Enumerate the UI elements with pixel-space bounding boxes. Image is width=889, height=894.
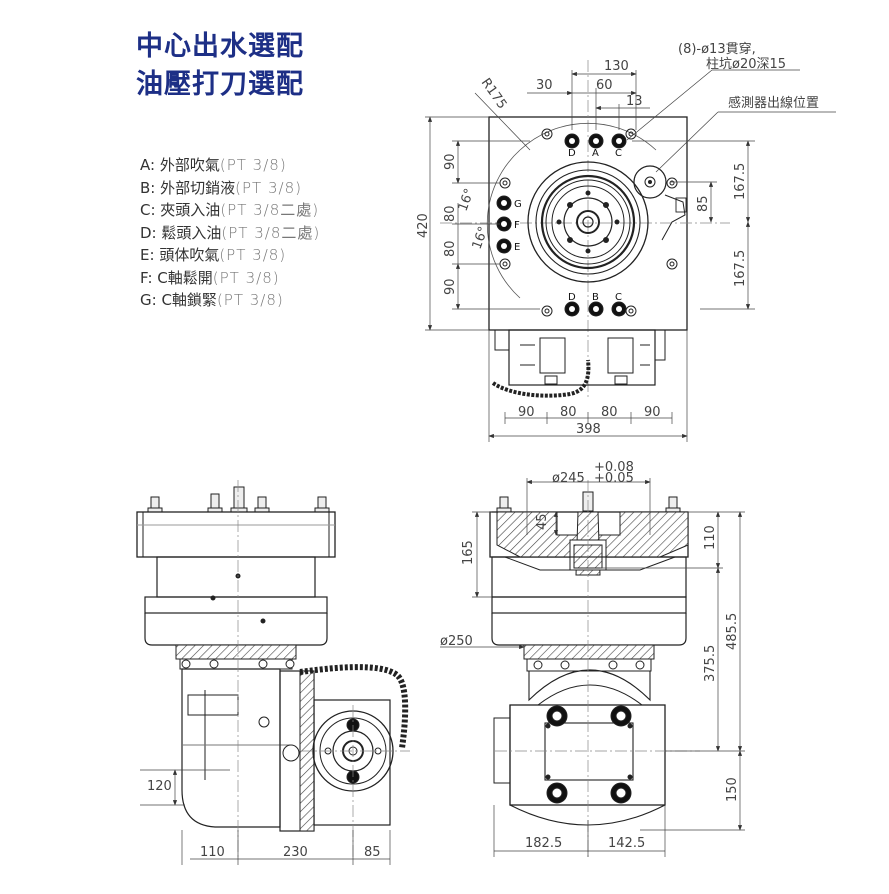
dim-85: 85 bbox=[696, 195, 711, 212]
port-label-top-d: D bbox=[568, 148, 576, 159]
dim-90-bottom: 90 bbox=[443, 278, 458, 295]
dim-420: 420 bbox=[416, 213, 431, 238]
legend-item-e: E: 頭体吹氣(PT 3/8) bbox=[140, 246, 287, 264]
dim-front-245: ø245 bbox=[552, 471, 585, 486]
legend-item-g: G: C軸鎖緊(PT 3/8) bbox=[140, 291, 284, 309]
hole-note-1: (8)-ø13貫穿, bbox=[678, 41, 756, 57]
dim-side-85: 85 bbox=[364, 845, 381, 860]
angle-label-top: 16° bbox=[456, 187, 478, 214]
legend-item-f: F: C軸鬆開(PT 3/8) bbox=[140, 268, 280, 287]
legend-item-d: D: 鬆頭入油(PT 3/8二處) bbox=[140, 223, 321, 242]
spindle-outer bbox=[527, 161, 649, 283]
title-line-1: 中心出水選配 bbox=[136, 31, 304, 62]
sensor-label: 感測器出線位置 bbox=[728, 95, 819, 111]
spindle-bore bbox=[576, 210, 600, 234]
port-legend: A: 外部吹氣(PT 3/8) B: 外部切銷液(PT 3/8) C: 夾頭入油… bbox=[140, 154, 320, 312]
dim-13: 13 bbox=[626, 94, 643, 109]
dim-398: 398 bbox=[576, 422, 601, 437]
port-label-f: F bbox=[514, 220, 520, 231]
dim-b90-b: 90 bbox=[644, 405, 661, 420]
radius-label: R175 bbox=[478, 76, 510, 112]
port-label-bot-d: D bbox=[568, 292, 576, 303]
dim-front-165: 165 bbox=[461, 540, 476, 565]
dim-front-tol-up: +0.08 bbox=[594, 460, 634, 475]
dim-front-tol-dn: +0.05 bbox=[594, 471, 634, 486]
port-label-g: G bbox=[514, 199, 522, 210]
dim-front-142: 142.5 bbox=[608, 836, 645, 851]
dim-front-150: 150 bbox=[725, 777, 740, 802]
legend-item-b: B: 外部切銷液(PT 3/8) bbox=[140, 178, 302, 197]
sensor-outlet bbox=[633, 165, 667, 199]
top-view bbox=[425, 60, 836, 442]
legend-item-c: C: 夾頭入油(PT 3/8二處) bbox=[140, 201, 320, 219]
dim-80-b: 80 bbox=[443, 240, 458, 257]
dim-90-top: 90 bbox=[443, 153, 458, 170]
dim-130: 130 bbox=[604, 59, 629, 74]
dim-167-b: 167.5 bbox=[733, 250, 748, 287]
angle-label-bottom: 16° bbox=[470, 225, 492, 252]
dim-side-120: 120 bbox=[147, 779, 172, 794]
dim-front-250: ø250 bbox=[440, 634, 473, 649]
dim-front-45: 45 bbox=[535, 513, 550, 530]
port-label-bot-b: B bbox=[592, 292, 599, 303]
title-line-2: 油壓打刀選配 bbox=[136, 69, 304, 100]
dim-front-485: 485.5 bbox=[725, 613, 740, 650]
dim-30: 30 bbox=[536, 78, 553, 93]
legend-item-a: A: 外部吹氣(PT 3/8) bbox=[140, 156, 287, 174]
dim-60: 60 bbox=[596, 78, 613, 93]
port-label-top-a: A bbox=[592, 148, 599, 159]
front-view bbox=[440, 478, 745, 860]
dim-front-110: 110 bbox=[703, 525, 718, 550]
dim-80-a: 80 bbox=[443, 205, 458, 222]
dim-167-a: 167.5 bbox=[733, 163, 748, 200]
port-label-bot-c: C bbox=[615, 292, 622, 303]
dim-b90-a: 90 bbox=[518, 405, 535, 420]
port-label-e: E bbox=[514, 242, 520, 253]
dim-front-375: 375.5 bbox=[703, 645, 718, 682]
port-label-top-c: C bbox=[615, 148, 622, 159]
hole-note-2: 柱坑ø20深15 bbox=[706, 57, 786, 72]
dim-b80-b: 80 bbox=[601, 405, 618, 420]
side-view bbox=[136, 480, 410, 865]
dim-side-110: 110 bbox=[200, 845, 225, 860]
dim-b80-a: 80 bbox=[560, 405, 577, 420]
dim-side-230: 230 bbox=[283, 845, 308, 860]
dim-front-182: 182.5 bbox=[525, 836, 562, 851]
